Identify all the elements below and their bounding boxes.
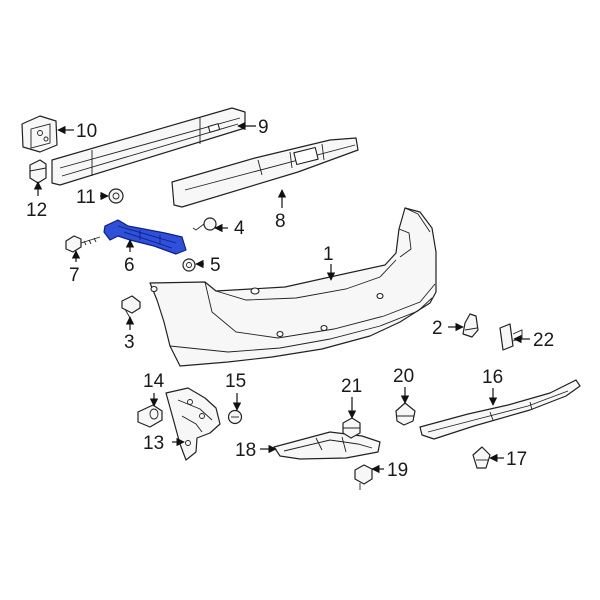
part-11-nut[interactable]	[108, 188, 124, 204]
part-12-bolt[interactable]	[29, 159, 47, 184]
callout-7: 7	[69, 265, 80, 286]
part-1-bumper-cover[interactable]	[149, 207, 437, 367]
part-21-nut[interactable]	[342, 417, 361, 439]
callout-8: 8	[275, 211, 286, 232]
callout-3: 3	[124, 332, 135, 353]
part-15-clip[interactable]	[227, 409, 243, 425]
callout-6: 6	[124, 255, 135, 276]
callout-14: 14	[143, 371, 165, 392]
callout-9: 9	[258, 117, 269, 138]
callout-18: 18	[235, 440, 256, 461]
callout-22: 22	[533, 330, 554, 351]
callout-2: 2	[432, 318, 443, 339]
callout-21: 21	[341, 376, 362, 397]
part-22-plate[interactable]	[499, 323, 523, 351]
callout-15: 15	[225, 371, 246, 392]
part-8-absorber[interactable]	[171, 137, 359, 208]
part-4-screw[interactable]	[192, 217, 217, 231]
part-2-retainer[interactable]	[462, 313, 479, 338]
callout-labels: 1 2 3 4 5 6 7 8 9 10 11 12 13 14 15 16 1…	[26, 117, 554, 481]
part-3-clip[interactable]	[121, 295, 141, 319]
callout-20: 20	[393, 366, 414, 387]
part-7-bolt[interactable]	[65, 235, 101, 253]
callout-13: 13	[143, 433, 164, 454]
part-20-retainer[interactable]	[395, 402, 416, 426]
part-9-reinforcement[interactable]	[51, 107, 246, 186]
callout-19: 19	[387, 460, 408, 481]
callout-17: 17	[506, 449, 527, 470]
part-14-clip[interactable]	[137, 404, 163, 428]
leader-lines	[33, 121, 530, 474]
part-19-bolt[interactable]	[354, 464, 373, 490]
callout-5: 5	[210, 255, 221, 276]
part-5-clip[interactable]	[182, 258, 196, 272]
callout-1: 1	[323, 244, 334, 265]
part-16-lower-molding[interactable]	[419, 379, 581, 440]
part-17-retainer[interactable]	[472, 446, 491, 469]
part-13-side-bracket[interactable]	[165, 387, 221, 461]
callout-4: 4	[234, 218, 245, 239]
callout-12: 12	[26, 200, 47, 221]
part-18-lower-cover[interactable]	[273, 431, 381, 460]
callout-10: 10	[76, 121, 97, 142]
callout-11: 11	[76, 187, 96, 208]
part-6-bracket-highlighted[interactable]	[103, 219, 187, 255]
part-10-bracket[interactable]	[21, 115, 58, 153]
callout-16: 16	[482, 367, 503, 388]
